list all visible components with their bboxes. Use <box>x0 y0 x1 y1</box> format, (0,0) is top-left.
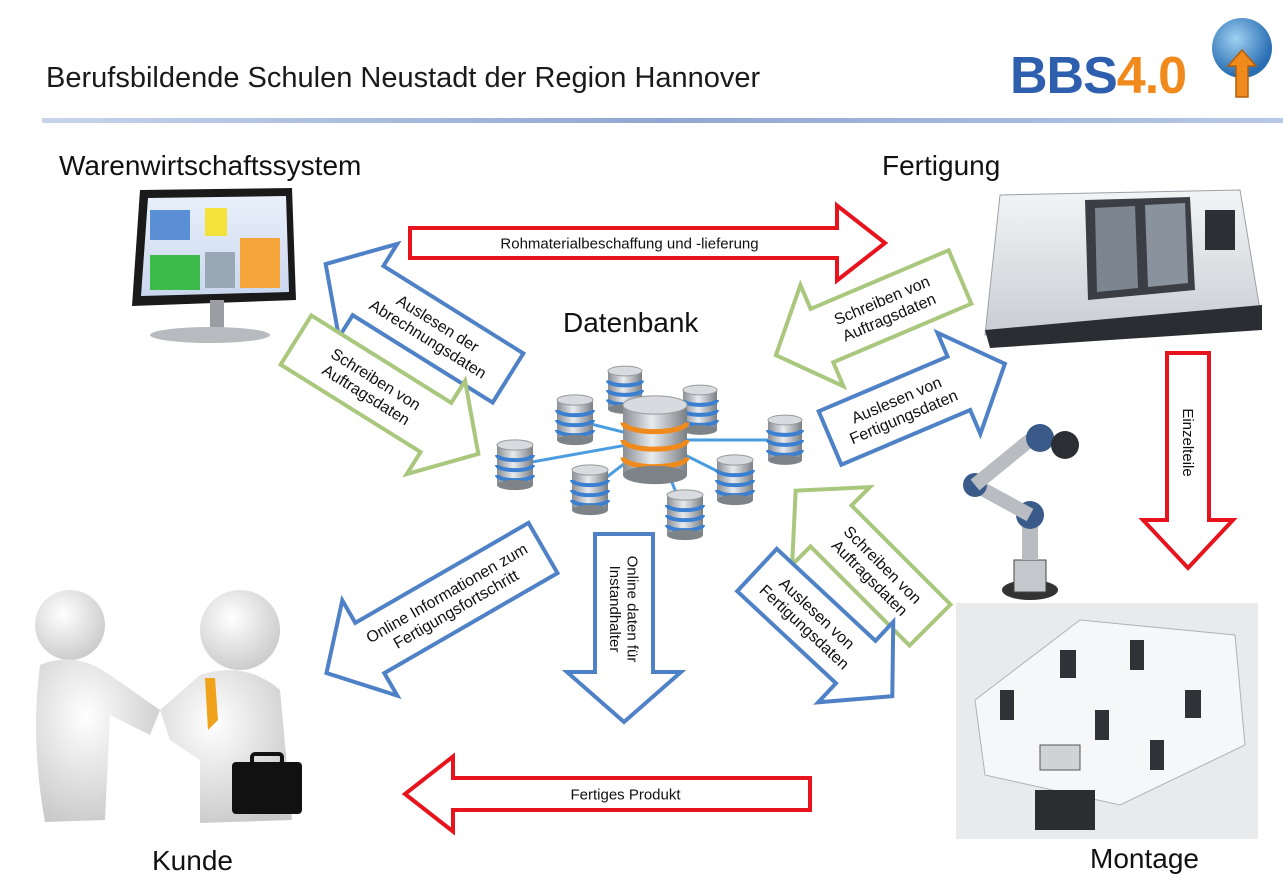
cnc-machine-image <box>984 189 1262 348</box>
logo-version-text: 4.0 <box>1116 47 1187 105</box>
online-info-arrow: Online Informationen zumFertigungsfortsc… <box>324 520 561 700</box>
parts-arrow: Einzelteile <box>1138 351 1238 571</box>
raw-material-label: Rohmaterialbeschaffung und -lieferung <box>500 235 758 252</box>
robot-arm-image <box>963 424 1079 600</box>
database-node-icon <box>555 394 595 446</box>
handshake-people-image <box>35 590 302 823</box>
maintenance-label: Instandhalter <box>606 566 623 653</box>
erp-monitor-image <box>132 188 296 343</box>
database-node-icon <box>495 439 535 491</box>
database-cluster-image <box>495 365 804 541</box>
production-label: Fertigung <box>882 150 1001 181</box>
page-title: Berufsbildende Schulen Neustadt der Regi… <box>46 62 761 94</box>
erp-label: Warenwirtschaftssystem <box>59 150 362 181</box>
database-node-icon <box>766 414 804 465</box>
bbs-logo: BBS4.0 <box>1010 46 1187 106</box>
assembly-station-image <box>956 603 1258 839</box>
database-node-icon <box>715 454 755 506</box>
customer-label: Kunde <box>152 845 233 876</box>
database-label: Datenbank <box>563 307 699 338</box>
assembly-label: Montage <box>1090 843 1199 874</box>
maintenance-label: Online daten für <box>623 556 640 663</box>
parts-label: Einzelteile <box>1179 408 1196 476</box>
logo-main-text: BBS <box>1010 47 1118 105</box>
database-node-icon <box>665 489 705 541</box>
database-node-icon <box>681 384 719 435</box>
database-node-icon <box>570 464 610 516</box>
header-divider <box>42 118 1283 123</box>
finished-product-arrow: Fertiges Produkt <box>401 752 812 836</box>
finished-product-label: Fertiges Produkt <box>570 786 681 803</box>
logo-globe-icon <box>1212 18 1272 98</box>
raw-material-arrow: Rohmaterialbeschaffung und -lieferung <box>408 201 889 285</box>
central-database-icon <box>620 395 690 485</box>
